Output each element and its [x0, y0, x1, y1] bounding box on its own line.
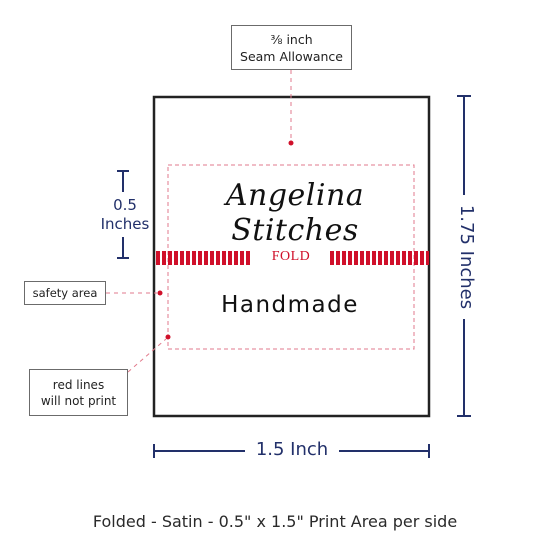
fold-height-value: 0.5	[113, 196, 137, 214]
fold-stripes-left	[154, 251, 250, 265]
fold-height-dimension	[117, 170, 129, 259]
height-dimension	[457, 95, 471, 417]
height-label: 1.75 Inches	[454, 195, 478, 319]
safety-dot	[157, 290, 163, 296]
safety-area-text: safety area	[32, 286, 98, 300]
red-lines-leader	[127, 338, 167, 373]
seam-allowance-value: ⅜ inch	[270, 32, 313, 47]
fold-height-label: 0.5 Inches	[93, 196, 157, 234]
seam-allowance-text: Seam Allowance	[240, 49, 343, 64]
fold-stripes-right	[328, 251, 429, 265]
seam-dot	[288, 140, 294, 146]
red-lines-text-2: will not print	[40, 394, 117, 408]
safety-area-callout: safety area	[24, 281, 106, 305]
fold-text: FOLD	[256, 247, 326, 267]
width-label: 1.5 Inch	[245, 438, 339, 462]
red-lines-callout: red lines will not print	[29, 369, 128, 416]
fold-height-unit: Inches	[100, 215, 150, 233]
red-lines-dot	[165, 334, 171, 340]
seam-allowance-callout: ⅜ inch Seam Allowance	[231, 25, 352, 70]
red-lines-text-1: red lines	[52, 378, 105, 392]
width-dimension	[153, 444, 430, 458]
label-sub-text: Handmade	[221, 292, 359, 318]
label-brand-text: Angelina Stitches	[225, 178, 365, 248]
caption: Folded - Satin - 0.5" x 1.5" Print Area …	[92, 512, 458, 531]
